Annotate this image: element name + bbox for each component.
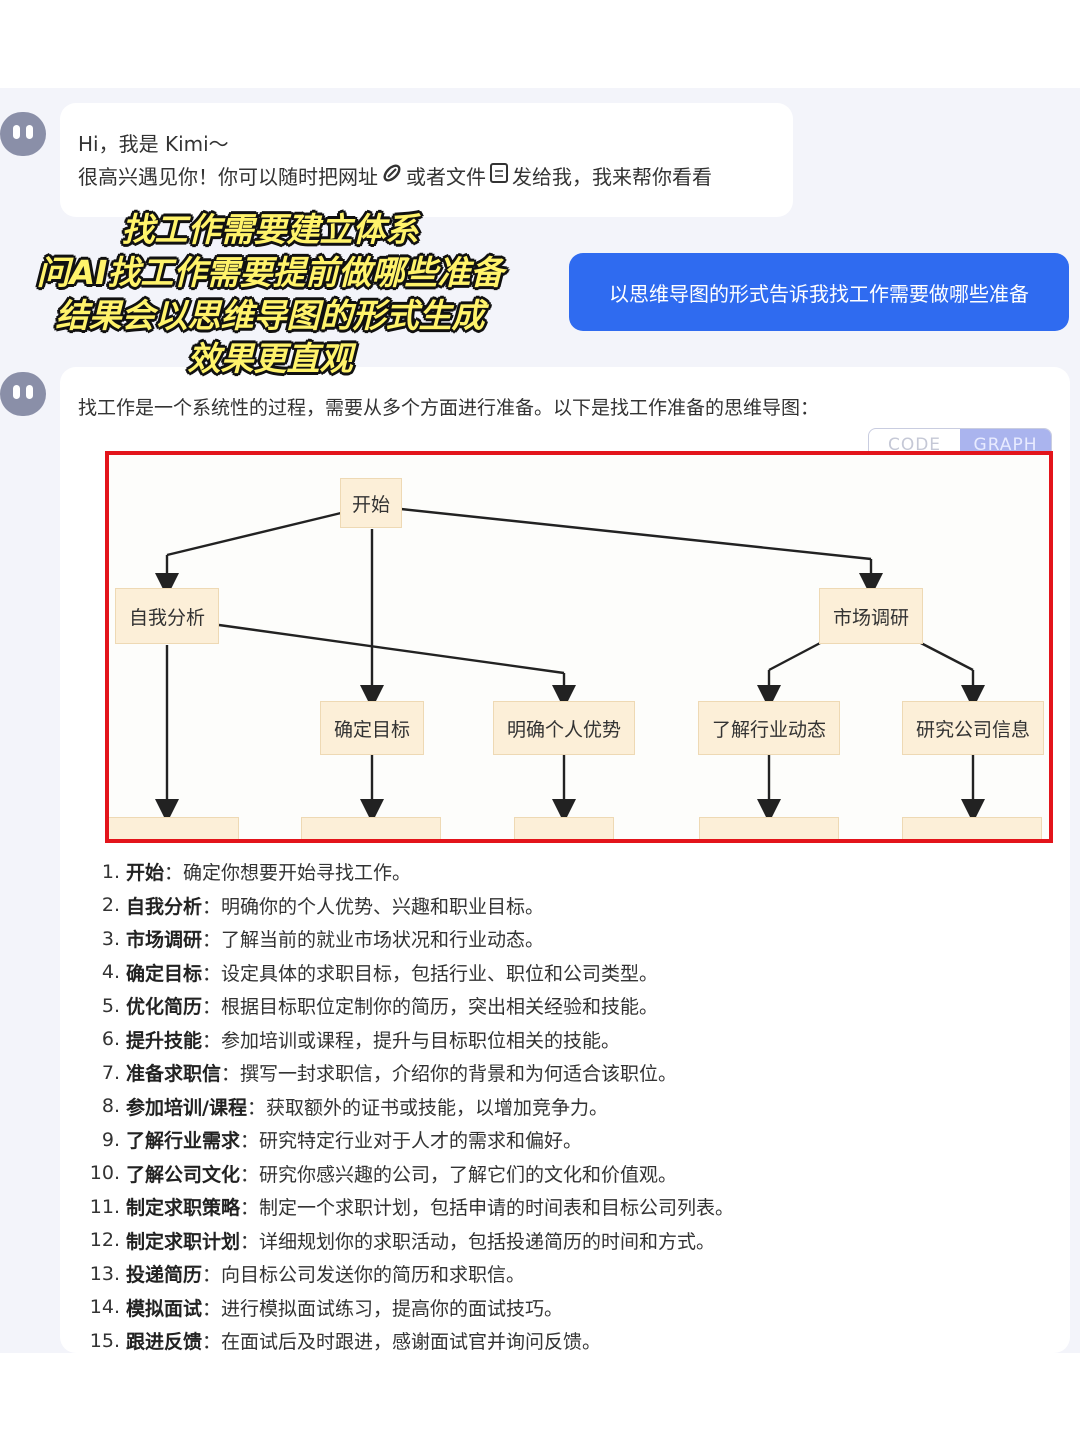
overlay-line-2: 问AI找工作需要提前做哪些准备 — [36, 253, 504, 292]
list-item: 13.投递简历：向目标公司发送你的简历和求职信。 — [89, 1262, 526, 1287]
mindmap-panel: 开始 自我分析 市场调研 确定目标 明确个人优势 了解行业动态 研究公司信息 — [105, 451, 1053, 843]
reply-intro: 找工作是一个系统性的过程，需要从多个方面进行准备。以下是找工作准备的思维导图： — [78, 397, 820, 419]
overlay-line-4: 效果更直观 — [187, 339, 353, 378]
node-company-info: 研究公司信息 — [902, 701, 1044, 755]
node-market-research: 市场调研 — [819, 588, 923, 644]
code-tab[interactable]: CODE — [887, 435, 942, 455]
steps-list: 1.开始：确定你想要开始寻找工作。 2.自我分析：明确你的个人优势、兴趣和职业目… — [80, 855, 1060, 1358]
overlay-caption: 找工作需要建立体系 问AI找工作需要提前做哪些准备 结果会以思维导图的形式生成 … — [20, 208, 520, 380]
node-cut-5 — [902, 817, 1042, 839]
node-cut-2 — [301, 817, 441, 839]
list-item: 1.开始：确定你想要开始寻找工作。 — [101, 860, 412, 885]
overlay-line-3: 结果会以思维导图的形式生成 — [55, 296, 485, 335]
list-item: 8.参加培训/课程：获取额外的证书或技能，以增加竞争力。 — [101, 1095, 608, 1119]
node-set-goal: 确定目标 — [320, 701, 424, 755]
user-message-text: 以思维导图的形式告诉我找工作需要做哪些准备 — [609, 281, 1029, 306]
list-item: 3.市场调研：了解当前的就业市场状况和行业动态。 — [101, 927, 545, 952]
edge-self-strength — [218, 623, 565, 675]
greeting-line-2: 很高兴遇见你！你可以随时把网址 或者文件 发给我，我来帮你看看 — [78, 161, 712, 190]
overlay-line-1: 找工作需要建立体系 — [121, 210, 419, 249]
list-item: 5.优化简历：根据目标职位定制你的简历，突出相关经验和技能。 — [101, 994, 659, 1019]
node-personal-strength: 明确个人优势 — [493, 701, 635, 755]
edge-market-company — [916, 639, 974, 672]
ai-greeting-bubble — [60, 103, 793, 217]
node-industry-trends: 了解行业动态 — [698, 701, 840, 755]
node-root: 开始 — [340, 478, 402, 528]
mindmap-edges — [155, 507, 985, 823]
kimi-avatar — [0, 112, 46, 156]
list-item: 9.了解行业需求：研究特定行业对于人才的需求和偏好。 — [101, 1128, 583, 1153]
greeting-line-1: Hi，我是 Kimi～ — [78, 132, 229, 156]
list-item: 15.跟进反馈：在面试后及时跟进，感谢面试官并询问反馈。 — [89, 1329, 602, 1354]
node-self-analysis: 自我分析 — [115, 588, 219, 644]
list-item: 12.制定求职计划：详细规划你的求职活动，包括投递简历的时间和方式。 — [89, 1229, 716, 1253]
edge-root-market — [400, 507, 872, 561]
node-cut-1 — [109, 817, 239, 839]
list-item: 7.准备求职信：撰写一封求职信，介绍你的背景和为何适合该职位。 — [101, 1061, 678, 1086]
list-item: 11.制定求职策略：制定一个求职计划，包括申请的时间表和目标公司列表。 — [89, 1195, 735, 1220]
user-message-bubble: 以思维导图的形式告诉我找工作需要做哪些准备 — [569, 253, 1069, 331]
list-item: 6.提升技能：参加培训或课程，提升与目标职位相关的技能。 — [101, 1028, 621, 1052]
list-item: 4.确定目标：设定具体的求职目标，包括行业、职位和公司类型。 — [101, 961, 659, 985]
list-item: 10.了解公司文化：研究你感兴趣的公司，了解它们的文化和价值观。 — [89, 1162, 678, 1186]
edge-root-self — [166, 511, 342, 557]
edge-market-industry — [768, 639, 825, 672]
file-icon — [489, 162, 509, 189]
list-item: 14.模拟面试：进行模拟面试练习，提高你的面试技巧。 — [89, 1296, 564, 1320]
node-cut-3 — [514, 817, 614, 839]
node-cut-4 — [699, 817, 839, 839]
link-icon — [381, 162, 403, 189]
list-item: 2.自我分析：明确你的个人优势、兴趣和职业目标。 — [101, 894, 545, 918]
kimi-avatar-2 — [0, 372, 46, 416]
